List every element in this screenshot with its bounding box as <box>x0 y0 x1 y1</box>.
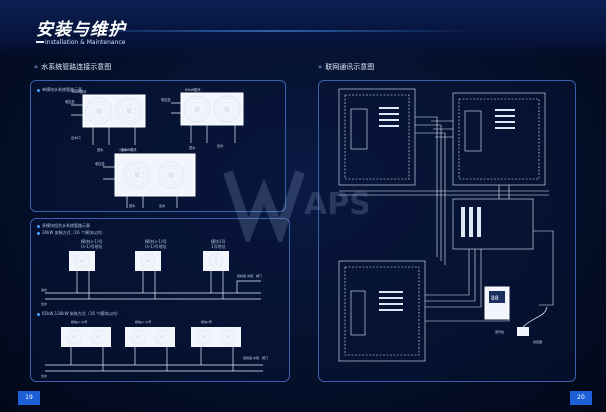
svg-text:65kW模块: 65kW模块 <box>185 87 201 92</box>
page-subtitle: Installation & Maintenance <box>45 39 126 46</box>
module-address-c: 1号地址 <box>211 244 226 249</box>
svg-text:模块(n-1)号: 模块(n-1)号 <box>135 319 151 324</box>
svg-text:130kW模块: 130kW模块 <box>119 147 137 152</box>
layout-30kw-label: 30kW 安装方式（16 个模块以内） <box>37 230 105 236</box>
svg-text:模块1号: 模块1号 <box>201 319 212 324</box>
right-section-title-text: 联网通讯示意图 <box>325 63 375 71</box>
page-title: 安装与维护 <box>36 20 126 40</box>
svg-text:进水: 进水 <box>189 145 196 150</box>
header-band <box>0 0 606 58</box>
multi-module-diagram: 出水进水 接机组 水泵、阀门 模块(n-1)号模块(n-1)号模块1号 出水接机… <box>41 251 268 378</box>
svg-text:进水: 进水 <box>41 287 47 292</box>
multi-module-heading: 多模块组合水系统管路示意 <box>37 223 90 229</box>
svg-text:出水: 出水 <box>121 147 128 152</box>
svg-text:出水: 出水 <box>217 143 224 148</box>
multi-module-panel: 多模块组合水系统管路示意 30kW 安装方式（16 个模块以内） 65kW,13… <box>30 218 290 382</box>
bullet-icon <box>37 312 40 316</box>
svg-text:APS: APS <box>304 187 368 222</box>
header-glow <box>60 30 480 32</box>
left-page-number: 19 <box>18 391 40 405</box>
multi-module-heading-text: 多模块组合水系统管路示意 <box>42 223 90 228</box>
left-section-title: »水系统管路连接示意图 <box>34 62 111 72</box>
svg-text:电控盒: 电控盒 <box>65 99 75 104</box>
title-accent-bar <box>36 41 44 43</box>
module-address-b: (n-1)号地址 <box>145 244 167 249</box>
single-module-heading-text: 单模块水系统管路示意 <box>42 87 82 92</box>
svg-text:线控器: 线控器 <box>533 339 542 344</box>
bullet-icon <box>37 88 40 92</box>
single-module-heading: 单模块水系统管路示意 <box>37 87 82 93</box>
right-page-number: 20 <box>570 391 592 405</box>
svg-text:出水: 出水 <box>41 373 47 378</box>
svg-text:出水: 出水 <box>41 301 47 306</box>
module-label-c: 模块1号 <box>211 239 226 244</box>
double-chevron-icon: » <box>34 63 38 71</box>
svg-text:电控盒: 电控盒 <box>95 161 105 166</box>
svg-text:电控盒: 电控盒 <box>161 97 171 102</box>
svg-text:30kW模块: 30kW模块 <box>71 89 87 94</box>
bullet-icon <box>37 224 40 228</box>
layout-130kw-label-text: 65kW,130kW 安装方式（16 个模块以内） <box>42 311 121 316</box>
svg-text:接机组 水泵、阀门: 接机组 水泵、阀门 <box>243 355 268 360</box>
bullet-icon <box>37 231 40 235</box>
svg-text:出水: 出水 <box>159 203 166 208</box>
svg-text:通讯线: 通讯线 <box>495 329 504 334</box>
module-label-b: 模块(n-1)号 <box>145 239 167 244</box>
layout-30kw-label-text: 30kW 安装方式（16 个模块以内） <box>42 230 105 235</box>
module-address-a: (n-1)号地址 <box>81 244 103 249</box>
svg-text:进水: 进水 <box>97 147 104 152</box>
right-section-title: »联网通讯示意图 <box>318 62 374 72</box>
svg-text:88: 88 <box>491 295 499 302</box>
svg-text:模块(n-1)号: 模块(n-1)号 <box>71 319 87 324</box>
double-chevron-icon: » <box>318 63 322 71</box>
left-section-title-text: 水系统管路连接示意图 <box>41 63 112 71</box>
module-label-a: 模块(n-1)号 <box>81 239 103 244</box>
network-panel: 88 通讯线线控器 <box>318 80 576 382</box>
layout-130kw-label: 65kW,130kW 安装方式（16 个模块以内） <box>37 311 120 317</box>
svg-text:出水口: 出水口 <box>71 135 81 140</box>
single-module-panel: 单模块水系统管路示意 <box>30 80 286 212</box>
svg-text:接机组 水泵、阀门: 接机组 水泵、阀门 <box>237 273 262 278</box>
brand-watermark-logo: APS <box>223 170 368 242</box>
svg-text:进水: 进水 <box>129 203 136 208</box>
